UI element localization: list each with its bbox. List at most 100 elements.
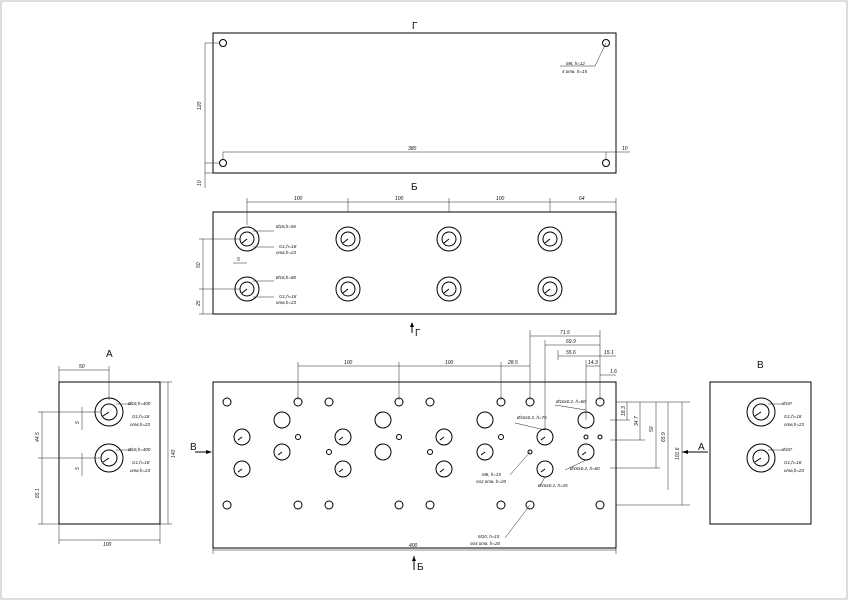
top-dim-bottom: 10 xyxy=(197,180,203,186)
front-dim-4: 64 xyxy=(579,196,585,202)
front-note-5: G1,h=18 xyxy=(279,294,297,299)
left-dim-width: 100 xyxy=(103,542,112,548)
port xyxy=(436,226,462,252)
port xyxy=(335,276,361,302)
port xyxy=(234,226,260,252)
main-dim-2: 100 xyxy=(445,360,454,366)
port xyxy=(335,226,361,252)
main-note-1: Ø16x0.2, h=75 xyxy=(516,415,547,420)
main-note-4: по2 отв. h=20 xyxy=(476,479,506,484)
main-dim-659: 65.9 xyxy=(661,432,667,442)
left-view: А 50 44.5 65.1 5 5 140 100 Ø16,h=400 G1,… xyxy=(35,349,177,548)
svg-text:А: А xyxy=(698,442,705,453)
front-note-1: Ø16,h=56 xyxy=(275,224,296,229)
top-dim-width: 380 xyxy=(408,146,417,152)
left-dim-445: 44.5 xyxy=(35,432,41,442)
port xyxy=(94,443,124,473)
mount-hole xyxy=(602,39,610,47)
right-note-4: Ø16* xyxy=(781,447,793,452)
port xyxy=(537,276,563,302)
front-view: Б 100 100 100 64 50 25 5 Ø16 xyxy=(196,182,617,315)
main-dim-699: 69.9 xyxy=(566,339,576,345)
right-view-outline xyxy=(709,381,812,525)
main-ports xyxy=(233,411,595,478)
svg-text:Г: Г xyxy=(415,328,421,339)
main-dim-347: 34.7 xyxy=(634,416,640,426)
main-note-3: M6, h=15 xyxy=(482,472,501,477)
front-note-2: G1,h=18 xyxy=(279,244,297,249)
right-note-3: отв,h=23 xyxy=(784,422,804,427)
main-dim-183: 18.3 xyxy=(621,406,627,416)
view-arrow-b-bottom: Б xyxy=(412,556,424,573)
left-dim-height: 140 xyxy=(171,449,177,458)
front-note-3: отв,h=23 xyxy=(276,250,296,255)
left-note-4: Ø16,h=400 xyxy=(127,447,151,452)
small-holes xyxy=(222,397,605,510)
front-dim-small: 5 xyxy=(237,257,240,263)
front-view-outline xyxy=(212,211,617,315)
main-dim-143: 14.3 xyxy=(588,360,598,366)
view-arrow-a-right: А xyxy=(682,442,708,454)
left-view-label: А xyxy=(106,349,113,360)
front-dim-1: 100 xyxy=(294,196,303,202)
main-note-6: Ø16x0.2, h=60 xyxy=(569,466,600,471)
top-dim-height: 120 xyxy=(197,101,203,110)
right-note-2: G1,h=18 xyxy=(784,414,802,419)
svg-text:В: В xyxy=(190,442,197,453)
main-note-7: M10, h=15 xyxy=(478,534,500,539)
port xyxy=(94,397,124,427)
left-note-2: G1,h=18 xyxy=(132,414,150,419)
left-note-3: отв,h=23 xyxy=(130,422,150,427)
main-view: 100 100 28.5 71.5 69.9 55.6 14.3 15.1 1.… xyxy=(212,330,690,554)
main-view-outline xyxy=(212,381,617,549)
top-note-2: 4 отв. h=15 xyxy=(562,69,587,74)
mount-hole xyxy=(219,39,227,47)
top-view: Г M8, h=12 4 отв. h=15 120 10 380 10 xyxy=(197,21,630,188)
main-note-5: Ø16x0.2, h=25 xyxy=(537,483,568,488)
main-dim-715: 71.5 xyxy=(560,330,570,336)
right-view: В Ø16* G1,h=18 отв,h=23 Ø16* G1,h=18 отв… xyxy=(709,360,812,525)
main-dim-1016: 101.6 xyxy=(675,447,681,460)
main-dim-556: 55.6 xyxy=(566,350,576,356)
left-dim-top: 50 xyxy=(79,364,85,370)
right-view-label: В xyxy=(757,360,764,371)
right-note-1: Ø16* xyxy=(781,401,793,406)
left-note-6: отв,h=23 xyxy=(130,468,150,473)
right-note-6: отв,h=23 xyxy=(784,468,804,473)
left-note-1: Ø16,h=400 xyxy=(127,401,151,406)
port xyxy=(537,226,563,252)
front-dim-h1: 50 xyxy=(196,262,202,268)
top-view-label: Г xyxy=(412,21,418,32)
front-view-label: Б xyxy=(411,182,418,193)
front-dim-2: 100 xyxy=(395,196,404,202)
port xyxy=(746,397,776,427)
main-dim-151: 15.1 xyxy=(604,350,614,356)
main-dim-width: 400 xyxy=(409,543,418,549)
main-dim-285: 28.5 xyxy=(507,360,518,366)
svg-text:Б: Б xyxy=(417,562,424,573)
port xyxy=(234,276,260,302)
front-note-4: Ø16,h=88 xyxy=(275,275,296,280)
left-view-outline xyxy=(58,381,161,525)
main-dim-50: 50 xyxy=(649,426,655,432)
main-dim-1: 100 xyxy=(344,360,353,366)
view-arrow-g: Г xyxy=(410,322,421,339)
main-note-2: Ø16x0.2, h=60 xyxy=(555,399,586,404)
top-dim-right: 10 xyxy=(622,146,628,152)
top-note-1: M8, h=12 xyxy=(566,61,585,66)
port xyxy=(746,443,776,473)
main-note-8: по4 отв. h=20 xyxy=(470,541,500,546)
front-note-6: отв,h=23 xyxy=(276,300,296,305)
top-view-outline xyxy=(212,32,617,174)
view-arrow-b-left: В xyxy=(190,442,212,454)
left-dim-5b: 5 xyxy=(75,467,81,470)
right-note-5: G1,h=18 xyxy=(784,460,802,465)
front-dim-h2: 25 xyxy=(196,300,202,307)
front-dim-3: 100 xyxy=(496,196,505,202)
main-dim-16: 1.6 xyxy=(610,369,617,375)
left-note-5: G1,h=18 xyxy=(132,460,150,465)
port xyxy=(436,276,462,302)
left-dim-651: 65.1 xyxy=(35,488,41,498)
